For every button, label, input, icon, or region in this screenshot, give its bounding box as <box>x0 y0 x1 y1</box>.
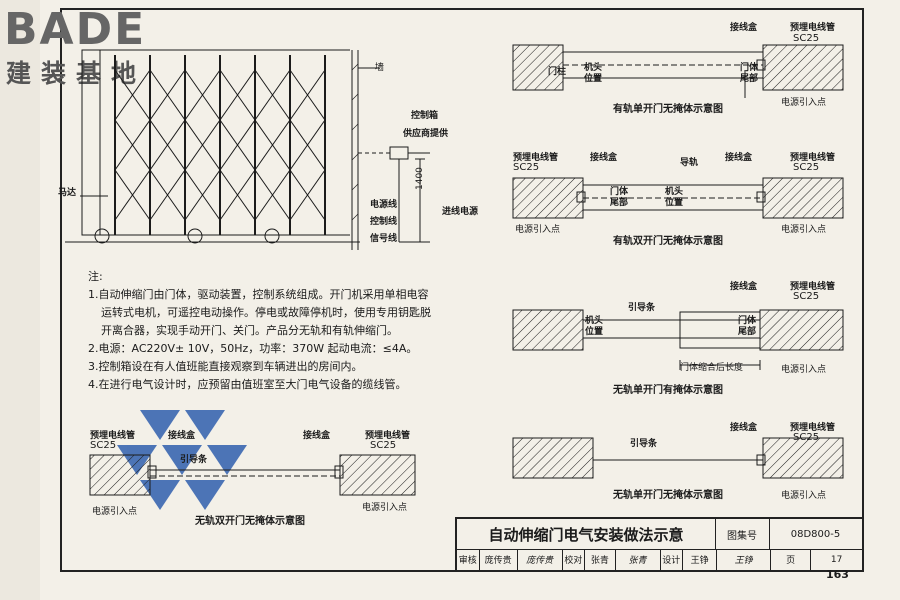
d2-head-2: 位置 <box>665 198 684 208</box>
checker-name: 张青 <box>585 549 616 570</box>
d1-tail-2: 尾部 <box>740 74 759 84</box>
reviewer-name: 庞传贵 <box>480 549 518 570</box>
d2-sc25-right: SC25 <box>793 162 820 173</box>
label-power-line: 电源线 <box>370 200 398 210</box>
d1-head-2: 位置 <box>584 74 603 84</box>
d1-embedded-pipe: 预埋电线管 <box>790 23 836 33</box>
d3-head-1: 机头 <box>585 316 604 326</box>
d1-sc25: SC25 <box>793 33 820 44</box>
d2-caption: 有轨双开门无掩体示意图 <box>613 236 723 247</box>
note-line-3: 开离合器，实现手动开门、关门。产品分无轨和有轨伸缩门。 <box>101 324 398 337</box>
review-label: 审核 <box>457 549 480 570</box>
paper-sheet <box>40 0 900 600</box>
bl-junction-box-left: 接线盒 <box>168 431 196 441</box>
bl-power-inlet-left: 电源引入点 <box>92 507 138 517</box>
label-wall: 墙 <box>375 63 385 73</box>
label-dim-1400: 1400 <box>415 167 425 190</box>
d4-embedded-pipe: 预埋电线管 <box>790 423 836 433</box>
d2-junction-box-right: 接线盒 <box>725 153 753 163</box>
d3-power-inlet: 电源引入点 <box>781 365 827 375</box>
book-page-number: 163 <box>826 568 849 581</box>
bl-sc25-left: SC25 <box>90 440 117 451</box>
title-block: 自动伸缩门电气安装做法示意 图集号 08D800-5 审核 庞传贵 庞传贵 校对… <box>455 517 862 570</box>
d4-sc25: SC25 <box>793 432 820 443</box>
notes-block: 注: 1.自动伸缩门由门体，驱动装置，控制系统组成。开门机采用单相电容 运转式电… <box>88 268 448 394</box>
check-label: 校对 <box>563 549 586 570</box>
d2-tail-2: 尾部 <box>610 198 629 208</box>
note-line-1: 1.自动伸缩门由门体，驱动装置，控制系统组成。开门机采用单相电容 <box>88 288 429 301</box>
bl-sc25-right: SC25 <box>370 440 397 451</box>
d4-power-inlet: 电源引入点 <box>781 491 827 501</box>
note-line-5: 3.控制箱设在有人值班能直接观察到车辆进出的房间内。 <box>88 360 363 373</box>
d1-power-inlet: 电源引入点 <box>781 98 827 108</box>
design-label: 设计 <box>661 549 684 570</box>
d3-embedded-pipe: 预埋电线管 <box>790 282 836 292</box>
d1-head-1: 机头 <box>584 63 603 73</box>
d2-junction-box-left: 接线盒 <box>590 153 618 163</box>
bl-junction-box-right: 接线盒 <box>303 431 331 441</box>
d1-junction-box: 接线盒 <box>730 23 758 33</box>
note-line-6: 4.在进行电气设计时，应预留由值班室至大门电气设备的缆线管。 <box>88 378 407 391</box>
d3-junction-box: 接线盒 <box>730 282 758 292</box>
d2-embedded-pipe-left: 预埋电线管 <box>513 153 559 163</box>
note-line-4: 2.电源：AC220V± 10V，50Hz，功率：370W 起动电流：≤4A。 <box>88 342 418 355</box>
page-no: 17 <box>830 554 843 565</box>
notes-heading: 注: <box>88 270 103 283</box>
d1-caption: 有轨单开门无掩体示意图 <box>613 104 723 115</box>
d4-junction-box: 接线盒 <box>730 423 758 433</box>
watermark-triangles <box>117 410 247 510</box>
page-label: 页 <box>771 549 812 570</box>
drawing-frame <box>60 8 864 572</box>
d1-door-post: 门柱 <box>548 67 567 77</box>
reviewer-signature: 庞传贵 <box>518 549 563 570</box>
d3-head-2: 位置 <box>585 327 604 337</box>
drawing-title: 自动伸缩门电气安装做法示意 <box>457 519 716 550</box>
label-control-line: 控制线 <box>370 217 398 227</box>
d3-retract-length: 门体缩合后长度 <box>680 363 744 373</box>
bl-embedded-pipe-right: 预埋电线管 <box>365 431 411 441</box>
label-supplier: 供应商提供 <box>403 129 449 139</box>
bl-embedded-pipe-left: 预埋电线管 <box>90 431 136 441</box>
d2-head-1: 机头 <box>665 187 684 197</box>
note-line-2: 运转式电机，可遥控电动操作。停电或故障停机时，使用专用钥匙脱 <box>101 306 431 319</box>
designer-signature: 王铮 <box>717 549 772 570</box>
label-motor: 马达 <box>58 188 77 198</box>
atlas-label: 图集号 <box>715 519 770 550</box>
label-incoming-power: 进线电源 <box>442 207 479 217</box>
d2-power-inlet-right: 电源引入点 <box>781 225 827 235</box>
d4-guide-strip: 引导条 <box>630 439 658 449</box>
checker-signature: 张青 <box>616 549 661 570</box>
d2-guide-rail: 导轨 <box>680 158 699 168</box>
d2-tail-1: 门体 <box>610 187 629 197</box>
d3-guide-strip: 引导条 <box>628 303 656 313</box>
label-signal-line: 信号线 <box>370 234 398 244</box>
right-plan-diagrams <box>512 44 844 479</box>
d3-tail-2: 尾部 <box>738 327 757 337</box>
label-control-box: 控制箱 <box>411 111 439 121</box>
bl-guide-strip: 引导条 <box>180 455 208 465</box>
d3-tail-1: 门体 <box>738 316 757 326</box>
d4-caption: 无轨单开门无掩体示意图 <box>613 490 723 501</box>
d3-caption: 无轨单开门有掩体示意图 <box>613 385 723 396</box>
d2-embedded-pipe-right: 预埋电线管 <box>790 153 836 163</box>
bl-power-inlet-right: 电源引入点 <box>362 503 408 513</box>
d2-sc25-left: SC25 <box>513 162 540 173</box>
d2-power-inlet-left: 电源引入点 <box>515 225 561 235</box>
bottom-left-plan-diagram <box>89 410 416 510</box>
designer-name: 王铮 <box>683 549 718 570</box>
logo-brand: BADE <box>4 4 147 55</box>
approval-row: 审核 庞传贵 庞传贵 校对 张青 张青 设计 王铮 王铮 页 17 <box>457 549 862 570</box>
atlas-number: 08D800-5 <box>769 519 862 550</box>
bl-caption: 无轨双开门无掩体示意图 <box>195 516 305 527</box>
d3-sc25: SC25 <box>793 291 820 302</box>
gate-elevation-drawing <box>65 49 430 250</box>
d1-tail-1: 门体 <box>740 63 759 73</box>
